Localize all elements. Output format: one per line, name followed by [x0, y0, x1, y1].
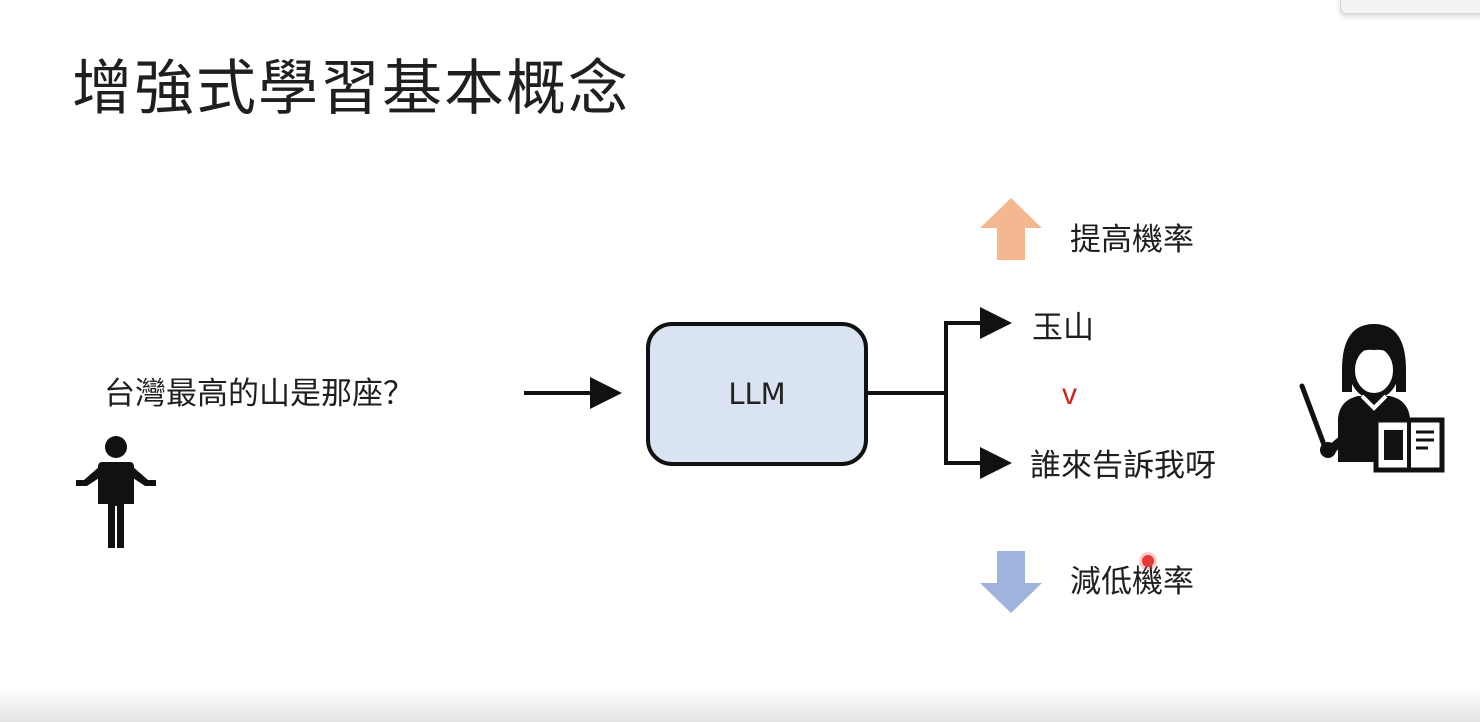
up-arrow-icon: [980, 198, 1042, 260]
increase-probability-label: 提高機率: [1070, 222, 1194, 258]
slide-title: 增強式學習基本概念: [72, 54, 630, 124]
person-shrug-icon: [76, 436, 156, 548]
down-arrow-icon: [980, 551, 1042, 613]
bottom-shade: [0, 688, 1480, 722]
window-control-widget[interactable]: [1340, 0, 1480, 14]
laser-pointer-dot: [1142, 555, 1154, 567]
good-answer-label: 玉山: [1032, 310, 1094, 346]
compare-mark: v: [1062, 378, 1077, 411]
bad-answer-label: 誰來告訴我呀: [1030, 448, 1216, 484]
user-question: 台灣最高的山是那座？: [104, 376, 414, 412]
llm-label: LLM: [728, 377, 786, 411]
decrease-probability-label: 減低機率: [1070, 564, 1194, 600]
teacher-icon: [1299, 324, 1445, 473]
llm-box: LLM: [646, 322, 868, 466]
